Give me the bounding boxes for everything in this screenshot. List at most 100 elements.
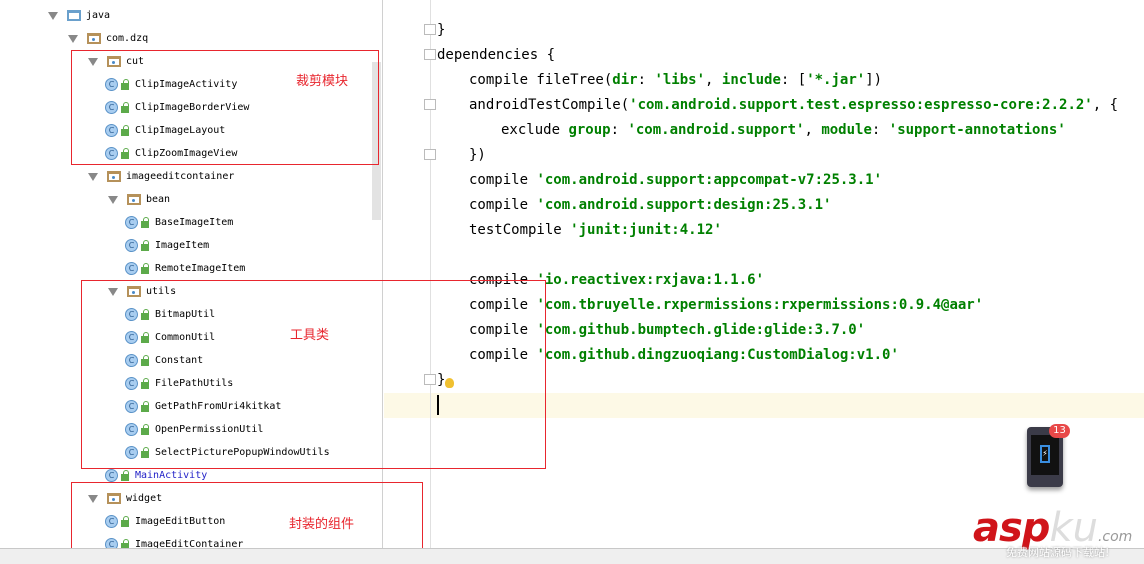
tree-item-label: cut: [126, 56, 145, 67]
tree-item[interactable]: widget: [88, 487, 162, 510]
public-lock-icon: [121, 124, 129, 136]
code-token: :: [637, 72, 655, 88]
public-lock-icon: [141, 446, 149, 458]
code-token: 'libs': [654, 72, 706, 88]
text-caret: [437, 395, 439, 415]
tree-item[interactable]: bean: [108, 188, 170, 211]
code-line[interactable]: androidTestCompile('com.android.support.…: [469, 93, 1118, 118]
class-icon: C: [105, 124, 118, 137]
public-lock-icon: [141, 308, 149, 320]
code-line[interactable]: }: [437, 18, 445, 43]
expand-arrow-icon[interactable]: [88, 172, 98, 181]
tree-item-label: imageeditcontainer: [126, 171, 235, 182]
code-editor[interactable]: [384, 0, 1144, 548]
public-lock-icon: [141, 331, 149, 343]
code-line[interactable]: compile 'com.tbruyelle.rxpermissions:rxp…: [469, 293, 983, 318]
public-lock-icon: [141, 400, 149, 412]
expand-arrow-icon[interactable]: [88, 494, 98, 503]
tree-item[interactable]: imageeditcontainer: [88, 165, 234, 188]
class-icon: C: [125, 308, 138, 321]
code-token: 'com.tbruyelle.rxpermissions:rxpermissio…: [536, 297, 984, 313]
expand-arrow-icon[interactable]: [48, 11, 58, 20]
tree-item-label: ImageEditContainer: [135, 539, 244, 550]
public-lock-icon: [121, 101, 129, 113]
public-lock-icon: [141, 423, 149, 435]
code-token: compile: [469, 347, 537, 363]
expand-arrow-icon[interactable]: [68, 34, 78, 43]
code-token: , {: [1092, 97, 1119, 113]
fold-marker-icon[interactable]: [424, 24, 436, 35]
class-icon: C: [125, 400, 138, 413]
class-icon: C: [125, 262, 138, 275]
class-icon: C: [125, 331, 138, 344]
code-line[interactable]: compile 'com.android.support:design:25.3…: [469, 193, 831, 218]
code-token: : [: [780, 72, 807, 88]
package-icon: [127, 286, 141, 297]
fold-marker-icon[interactable]: [424, 149, 436, 160]
code-token: dir: [612, 72, 638, 88]
expand-arrow-icon[interactable]: [88, 57, 98, 66]
code-token: 'com.github.dingzuoqiang:CustomDialog:v1…: [536, 347, 899, 363]
tree-item-label: GetPathFromUri4kitkat: [155, 401, 282, 412]
public-lock-icon: [121, 515, 129, 527]
tree-item[interactable]: cut: [88, 50, 144, 73]
class-icon: C: [125, 239, 138, 252]
expand-arrow-icon[interactable]: [108, 195, 118, 204]
code-token: 'com.android.support:design:25.3.1': [536, 197, 832, 213]
code-token: }: [437, 22, 446, 38]
code-line[interactable]: }): [469, 143, 486, 168]
tree-item[interactable]: C RemoteImageItem: [125, 257, 245, 280]
code-line[interactable]: dependencies {: [437, 43, 555, 68]
code-line[interactable]: exclude group: 'com.android.support', mo…: [501, 118, 1066, 143]
public-lock-icon: [121, 78, 129, 90]
annotation-widget: 封装的组件: [289, 517, 355, 532]
tree-item-label: ClipZoomImageView: [135, 148, 238, 159]
tree-item[interactable]: utils: [108, 280, 176, 303]
code-line[interactable]: }: [437, 368, 445, 393]
tree-item-label: CommonUtil: [155, 332, 216, 343]
tree-item-label: FilePathUtils: [155, 378, 234, 389]
code-line[interactable]: testCompile 'junit:junit:4.12': [469, 218, 722, 243]
annotation-cut: 裁剪模块: [296, 74, 349, 89]
code-line[interactable]: compile 'com.android.support:appcompat-v…: [469, 168, 882, 193]
code-line[interactable]: compile 'com.github.bumptech.glide:glide…: [469, 318, 865, 343]
fold-guide: [430, 0, 431, 548]
package-icon: [107, 171, 121, 182]
tree-item[interactable]: java: [48, 4, 110, 27]
tree-item-label: BaseImageItem: [155, 217, 234, 228]
code-line[interactable]: compile fileTree(dir: 'libs', include: […: [469, 68, 882, 93]
tree-item[interactable]: C CommonUtil: [125, 326, 215, 349]
public-lock-icon: [141, 354, 149, 366]
class-icon: C: [125, 423, 138, 436]
tree-scrollbar[interactable]: [372, 62, 381, 220]
fold-marker-icon[interactable]: [424, 99, 436, 110]
tree-item[interactable]: com.dzq: [68, 27, 148, 50]
tree-item-label: RemoteImageItem: [155, 263, 246, 274]
public-lock-icon: [141, 262, 149, 274]
fold-marker-icon[interactable]: [424, 49, 436, 60]
fold-marker-icon[interactable]: [424, 374, 436, 385]
tree-item-label: utils: [146, 286, 177, 297]
code-line[interactable]: compile 'com.github.dingzuoqiang:CustomD…: [469, 343, 899, 368]
expand-arrow-icon[interactable]: [108, 287, 118, 296]
class-icon: C: [105, 101, 118, 114]
lightbulb-icon[interactable]: [445, 378, 454, 388]
tree-item[interactable]: C GetPathFromUri4kitkat: [125, 395, 281, 418]
code-token: compile: [469, 197, 537, 213]
code-token: }): [469, 147, 486, 163]
